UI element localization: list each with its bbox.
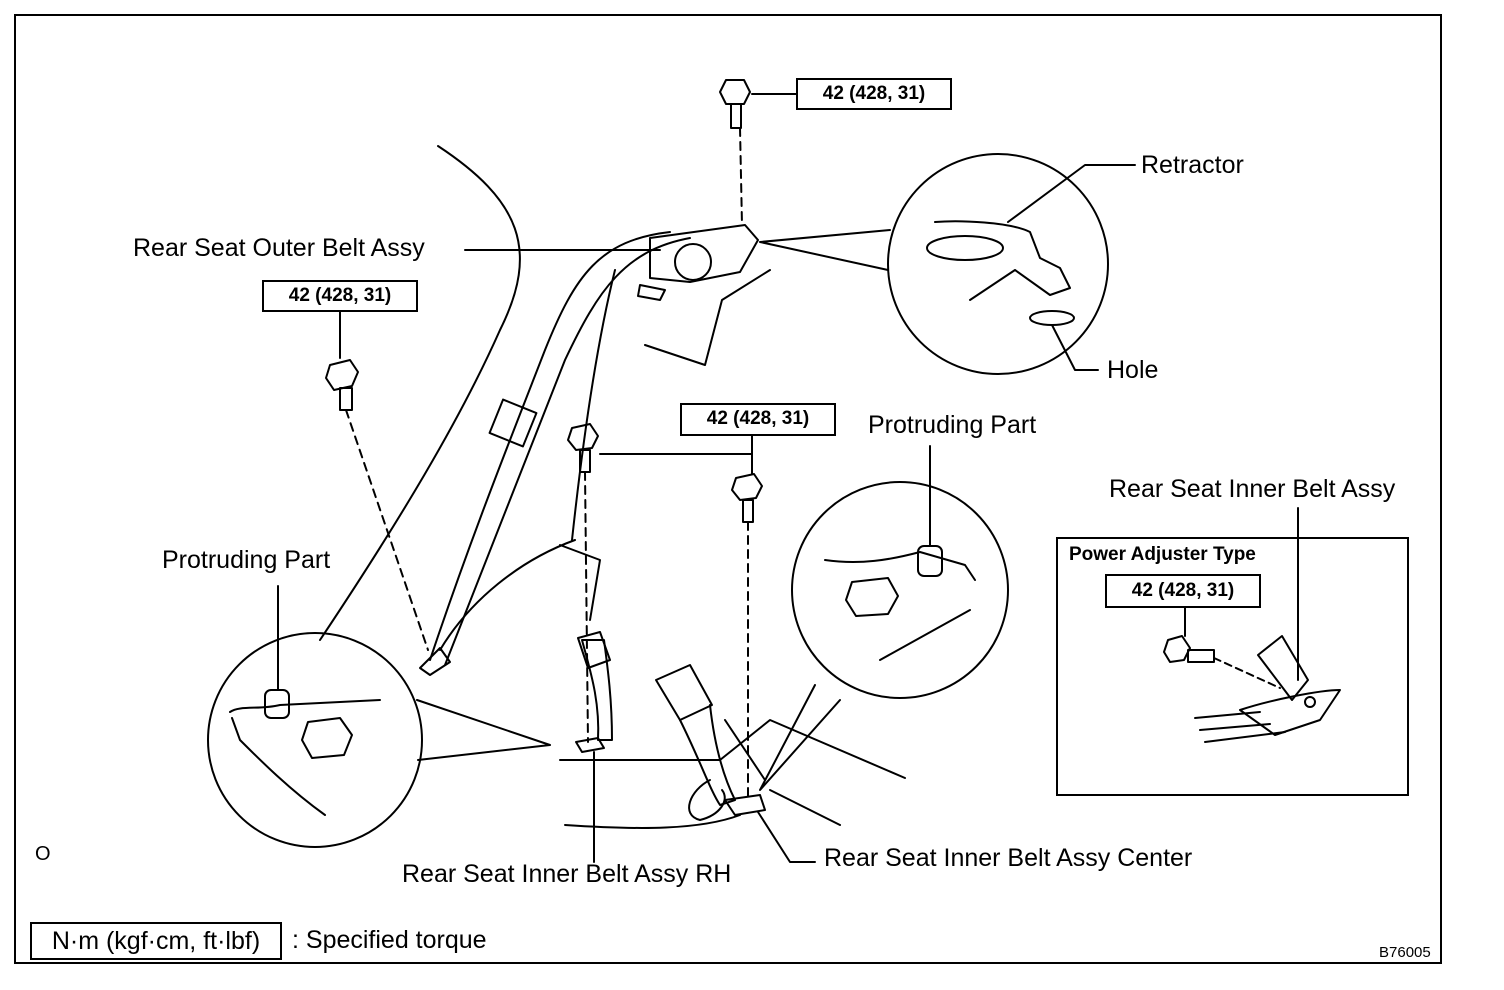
- belt-guide: [488, 398, 538, 448]
- inset-rail-2: [1199, 723, 1271, 731]
- label-inner-belt-rh: Rear Seat Inner Belt Assy RH: [402, 860, 732, 888]
- torque-middle-leader: [599, 453, 753, 475]
- retractor-bracket: [649, 224, 759, 283]
- inner-anchor-center: [724, 794, 766, 816]
- inset-bracket: [1239, 689, 1341, 736]
- bolt-middle-right-icon: [731, 473, 763, 523]
- floor-line-1: [559, 719, 906, 779]
- magnifier-left-bracket-2: [231, 717, 326, 816]
- retractor-spool: [674, 243, 712, 281]
- label-inner-belt-center: Rear Seat Inner Belt Assy Center: [824, 844, 1193, 872]
- inset-buckle: [1257, 635, 1309, 701]
- outer-belt-webbing-2: [444, 237, 691, 666]
- outer-anchor: [419, 647, 451, 676]
- magnifier-retractor-pointer: [759, 229, 891, 271]
- inset-title: Power Adjuster Type: [1069, 544, 1256, 565]
- torque-box-left: 42 (428, 31): [262, 280, 418, 312]
- figure-code: B76005: [1379, 944, 1431, 961]
- seat-cushion-line-2: [571, 269, 616, 541]
- magnifier-left-pointer: [416, 699, 551, 761]
- retractor-leader: [1007, 164, 1136, 223]
- label-protruding-right: Protruding Part: [868, 411, 1037, 439]
- retractor-hole-large: [926, 235, 1004, 261]
- torque-box-top: 42 (428, 31): [796, 78, 952, 110]
- seat-back-outline: [319, 145, 521, 641]
- inner-belt-center-loop: [688, 779, 726, 821]
- inner-center-leader: [757, 811, 816, 863]
- magnifier-middle: [791, 481, 1009, 699]
- bolt-middle-left-path: [584, 471, 589, 743]
- package-tray-line: [644, 269, 771, 366]
- inner-belt-center-buckle: [655, 664, 713, 721]
- inset-anchor-bolt: [1304, 696, 1316, 708]
- magnifier-middle-pointer: [759, 684, 841, 791]
- inset-bolt-icon: [1163, 635, 1215, 663]
- bolt-left-icon: [325, 359, 359, 411]
- magnifier-middle-protrusion: [917, 545, 943, 577]
- label-retractor: Retractor: [1141, 151, 1244, 179]
- torque-legend-unit: N·m (kgf·cm, ft·lbf): [30, 922, 282, 960]
- magnifier-middle-bracket-2: [879, 609, 971, 661]
- floor-line-2: [564, 814, 741, 829]
- label-outer-belt: Rear Seat Outer Belt Assy: [133, 234, 425, 262]
- torque-box-middle: 42 (428, 31): [680, 403, 836, 436]
- inner-belt-rh-buckle: [577, 631, 611, 669]
- retractor-hole-small: [1029, 310, 1075, 326]
- seat-back-edge: [439, 539, 576, 651]
- label-protruding-left: Protruding Part: [162, 546, 331, 574]
- inset-rail-3: [1204, 731, 1286, 743]
- bolt-left-path: [345, 409, 429, 651]
- magnifier-middle-bracket: [824, 551, 976, 581]
- magnifier-left: [207, 632, 423, 848]
- torque-legend-meaning: : Specified torque: [292, 926, 487, 954]
- corner-mark: O: [35, 843, 51, 865]
- floor-line-3: [769, 789, 841, 826]
- inner-anchor-rh: [575, 737, 605, 753]
- diagram-frame: [14, 14, 1442, 964]
- seat-cushion-line: [559, 544, 601, 621]
- retractor-plate: [934, 220, 1071, 301]
- magnifier-left-bolt: [301, 717, 353, 759]
- magnifier-middle-bolt: [845, 577, 899, 617]
- magnifier-left-bracket: [229, 699, 381, 713]
- bolt-top-path: [739, 127, 743, 226]
- outer-belt-webbing: [429, 231, 671, 661]
- bolt-top-icon: [719, 79, 751, 129]
- magnifier-retractor: [887, 153, 1109, 375]
- label-hole: Hole: [1107, 356, 1159, 384]
- power-adjuster-inset: Power Adjuster Type 42 (428, 31): [1056, 537, 1409, 796]
- torque-box-inset: 42 (428, 31): [1105, 574, 1261, 608]
- inset-bolt-path: [1213, 657, 1281, 689]
- inset-rail-1: [1194, 711, 1261, 719]
- floor-line-4: [724, 719, 766, 781]
- retractor-tab: [637, 284, 666, 301]
- hole-leader: [1051, 324, 1099, 371]
- label-inner-belt-inset: Rear Seat Inner Belt Assy: [1109, 475, 1396, 503]
